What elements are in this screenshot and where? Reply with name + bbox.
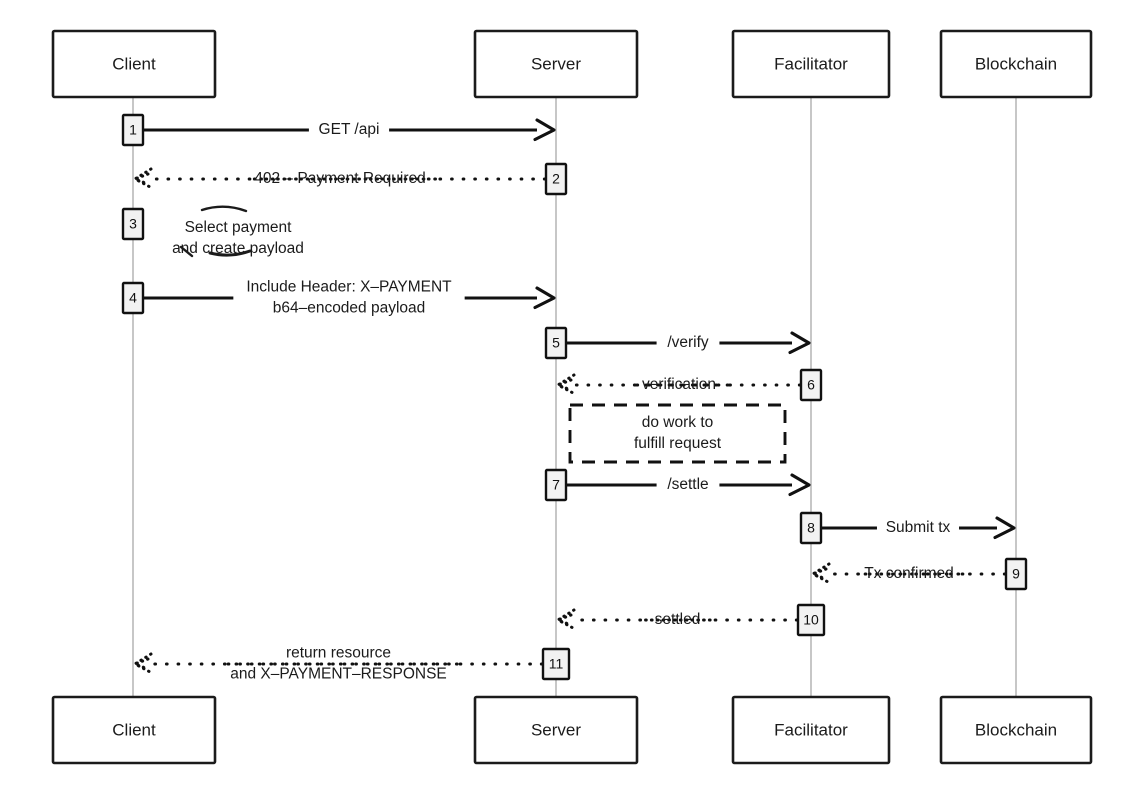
message-5: /verify (567, 334, 792, 351)
note-do-work-note: do work to fulfill request (568, 403, 787, 464)
message-label: return resource (286, 645, 391, 662)
arrowhead-dotted (130, 652, 154, 675)
self-note-line: and create payload (172, 240, 304, 257)
step-badge-7: 7 (544, 468, 568, 502)
notes-layer: Select payment and create payload do work … (172, 205, 787, 464)
message-4: Include Header: X–PAYMENT b64–encoded pay… (144, 279, 537, 317)
step-badge-3: 3 (121, 207, 145, 241)
step-number: 11 (549, 656, 564, 672)
step-number: 5 (552, 335, 560, 351)
participant-label: Blockchain (975, 720, 1057, 739)
squiggle-accent-bottom (208, 249, 252, 257)
message-9: Tx confirmed (828, 565, 1007, 582)
step-number: 10 (803, 612, 819, 628)
self-note-select-payment: Select payment and create payload (172, 205, 304, 258)
participant-blockchain-bottom[interactable]: Blockchain (939, 695, 1093, 765)
participant-label: Server (531, 720, 581, 739)
step-number: 9 (1012, 566, 1020, 582)
arrowhead-dotted (553, 373, 577, 396)
step-badge-10: 10 (796, 603, 826, 637)
squiggle-accent-tick (179, 245, 194, 258)
arrowhead-dotted (130, 167, 154, 190)
arrowhead-solid (533, 118, 556, 142)
message-label: /verify (667, 334, 709, 351)
participant-client-top[interactable]: Client (51, 29, 217, 99)
step-number: 7 (552, 477, 560, 493)
arrowhead-solid (788, 473, 811, 497)
arrowhead-solid (533, 286, 556, 310)
message-7: /settle (567, 476, 792, 493)
step-badge-1: 1 (121, 113, 145, 147)
step-badge-8: 8 (799, 511, 823, 545)
message-6: verification (573, 376, 802, 393)
squiggle-accent-top (200, 205, 248, 213)
step-badge-6: 6 (799, 368, 823, 402)
participant-server-bottom[interactable]: Server (473, 695, 639, 765)
message-label: GET /api (319, 121, 380, 138)
participant-facilitator-bottom[interactable]: Facilitator (731, 695, 891, 765)
participant-client-bottom[interactable]: Client (51, 695, 217, 765)
step-badges-layer: 1 2 4 5 6 7 8 9 10 11 3 (121, 113, 1028, 681)
message-label: and X–PAYMENT–RESPONSE (230, 666, 447, 683)
arrowhead-solid (993, 516, 1016, 540)
step-badge-9: 9 (1004, 557, 1028, 591)
participant-facilitator-top[interactable]: Facilitator (731, 29, 891, 99)
step-number: 6 (807, 377, 815, 393)
step-number: 2 (552, 171, 560, 187)
step-number: 8 (807, 520, 815, 536)
message-label: Include Header: X–PAYMENT (246, 279, 452, 296)
step-badge-2: 2 (544, 162, 568, 196)
note-line: do work to (642, 414, 714, 431)
message-1: GET /api (144, 121, 537, 138)
message-label: verification (642, 376, 716, 393)
step-number: 3 (129, 216, 137, 232)
message-label: /settle (667, 476, 708, 493)
participant-label: Facilitator (774, 720, 848, 739)
message-2: 402 – Payment Required (150, 170, 547, 187)
message-label: b64–encoded payload (273, 300, 426, 317)
arrowhead-dotted (553, 608, 577, 631)
participant-boxes-layer: ClientClientServerServerFacilitatorFacil… (51, 29, 1093, 765)
participant-label: Server (531, 54, 581, 73)
participant-blockchain-top[interactable]: Blockchain (939, 29, 1093, 99)
message-label: Submit tx (886, 519, 951, 536)
participant-label: Client (112, 54, 156, 73)
note-line: fulfill request (634, 435, 722, 452)
participant-label: Blockchain (975, 54, 1057, 73)
message-label: Tx confirmed (864, 565, 954, 582)
step-badge-5: 5 (544, 326, 568, 360)
step-number: 4 (129, 290, 137, 306)
message-label: 402 – Payment Required (254, 170, 425, 187)
message-11: return resource and X–PAYMENT–RESPONSE (150, 645, 544, 683)
participant-server-top[interactable]: Server (473, 29, 639, 99)
step-number: 1 (129, 122, 137, 138)
message-10: settled (573, 611, 799, 628)
arrowhead-solid (788, 331, 811, 355)
arrowhead-dotted (808, 562, 832, 585)
step-badge-4: 4 (121, 281, 145, 315)
participant-label: Client (112, 720, 156, 739)
message-8: Submit tx (822, 519, 997, 536)
participant-label: Facilitator (774, 54, 848, 73)
message-label: settled (655, 611, 701, 628)
self-note-line: Select payment (185, 219, 293, 236)
step-badge-11: 11 (541, 647, 571, 681)
